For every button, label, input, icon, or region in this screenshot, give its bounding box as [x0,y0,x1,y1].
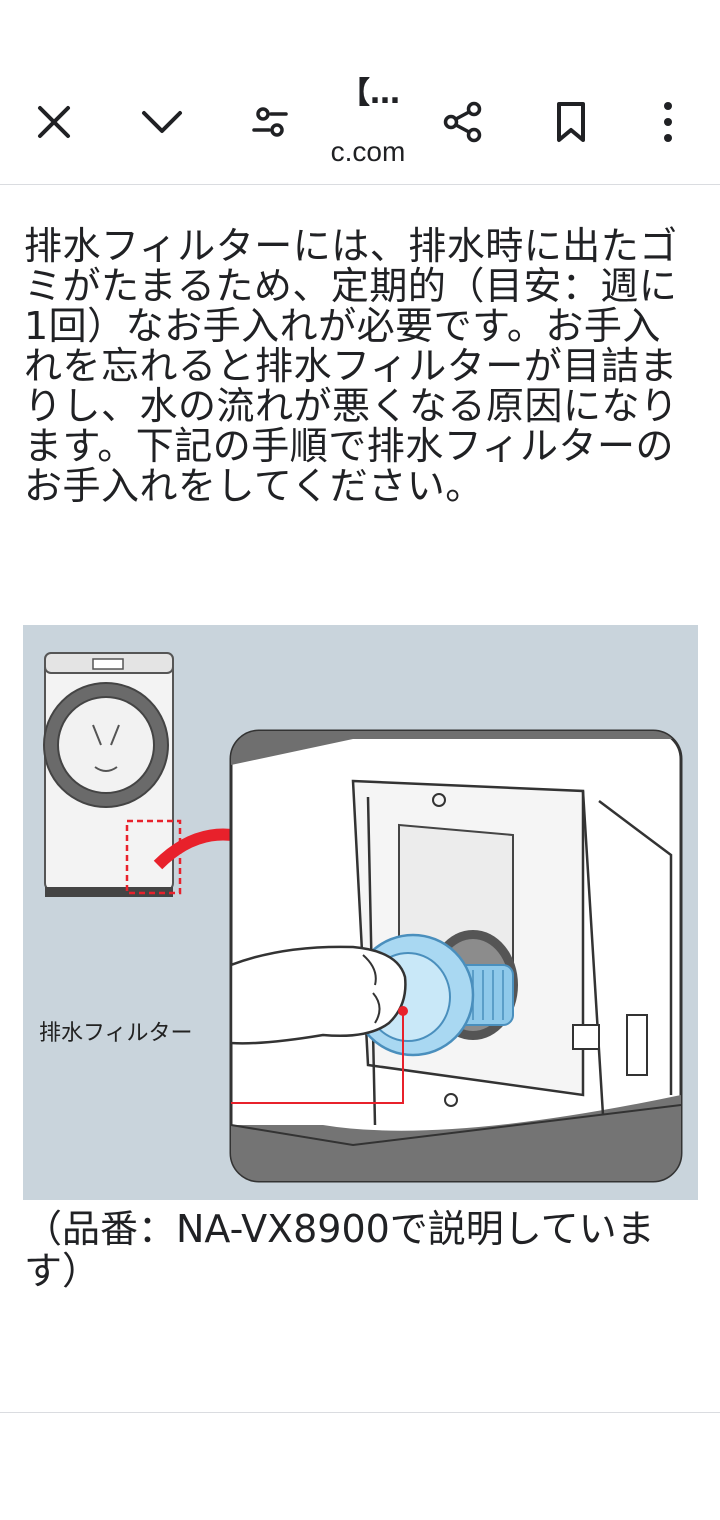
chevron-down-icon [142,111,182,133]
more-vert-icon [664,102,672,142]
share-button[interactable] [437,96,489,148]
page-url[interactable]: c.com [330,136,406,167]
figure-label-drain-filter: 排水フィルター [39,1021,193,1046]
share-icon [443,101,482,143]
washing-machine-icon [43,652,182,897]
drain-filter-illustration: 排水フィルター [23,625,698,1200]
more-options-button[interactable] [642,96,694,148]
model-caption: （品番：NA-VX8900で説明しています） [24,1207,655,1293]
article-body: 排水フィルターには、排水時に出たゴミがたまるため、定期的（目安：週に1回）なお手… [24,226,696,506]
intro-paragraph: 排水フィルターには、排水時に出たゴミがたまるため、定期的（目安：週に1回）なお手… [24,224,679,508]
bookmark-icon [557,102,585,142]
bookmark-button[interactable] [545,96,597,148]
close-button[interactable] [28,96,80,148]
minimize-button[interactable] [136,96,188,148]
browser-toolbar: 【… c.com [0,0,720,185]
washer-drawing [43,652,683,1183]
tune-icon [252,107,288,137]
page-settings-button[interactable] [244,96,296,148]
close-icon [38,106,70,138]
page-title: 【… [340,76,400,111]
next-section-heading-cut [96,1405,356,1413]
section-divider [0,1412,720,1413]
